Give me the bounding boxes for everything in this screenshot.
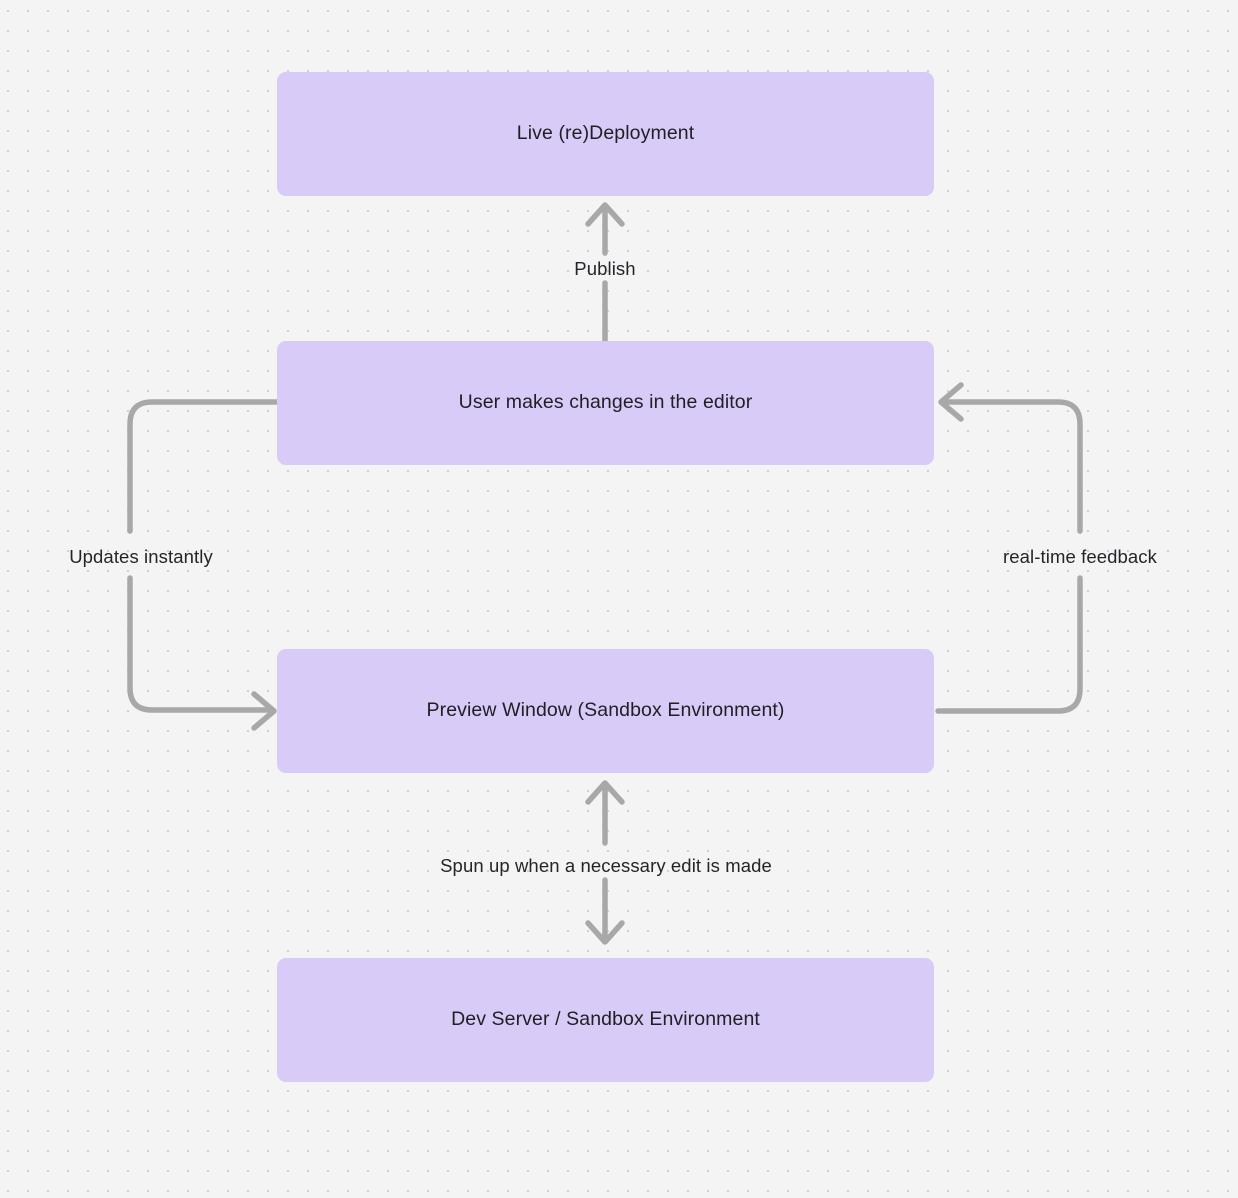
edge-label-spun-up: Spun up when a necessary edit is made <box>440 855 772 876</box>
node-label: Dev Server / Sandbox Environment <box>451 1008 760 1031</box>
node-user-makes-changes[interactable]: User makes changes in the editor <box>277 341 934 465</box>
edge-label-real-time-feedback: real-time feedback <box>1003 546 1157 567</box>
node-dev-server[interactable]: Dev Server / Sandbox Environment <box>277 958 934 1082</box>
edge-label-updates-instantly: Updates instantly <box>69 546 213 567</box>
node-label: Live (re)Deployment <box>516 122 695 145</box>
node-live-redeployment[interactable]: Live (re)Deployment <box>277 72 934 196</box>
edge-label-publish: Publish <box>574 258 636 279</box>
node-preview-window[interactable]: Preview Window (Sandbox Environment) <box>277 649 934 773</box>
node-label: User makes changes in the editor <box>458 391 753 414</box>
node-label: Preview Window (Sandbox Environment) <box>426 699 785 722</box>
